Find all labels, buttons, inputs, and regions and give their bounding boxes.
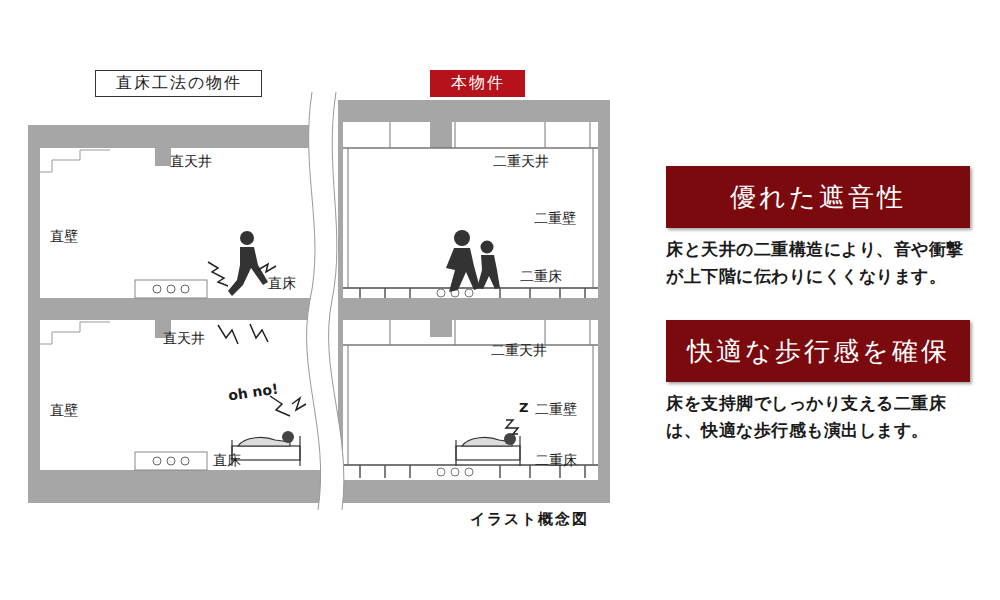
heading-text: 快適な歩行感を確保 <box>687 334 950 369</box>
part-label: 直壁 <box>50 402 78 419</box>
feature-heading: 快適な歩行感を確保 <box>666 320 970 382</box>
part-label: 直床 <box>213 452 241 469</box>
caption: イラスト概念図 <box>470 510 589 528</box>
feature-heading: 優れた遮音性 <box>666 166 970 228</box>
section-title-box: 直床工法の物件 <box>95 70 262 97</box>
part-label: 二重壁 <box>534 210 576 227</box>
part-label: 直壁 <box>50 228 78 245</box>
part-label: 直天井 <box>170 153 212 170</box>
feature-description: 床と天井の二重構造により、音や衝撃が上下階に伝わりにくくなります。 <box>666 236 972 290</box>
feature-description: 床を支持脚でしっかり支える二重床は、快適な歩行感も演出します。 <box>666 390 972 444</box>
part-label: 二重壁 <box>535 401 577 418</box>
heading-text: 直床工法の物件 <box>116 73 242 94</box>
part-label: 二重床 <box>520 268 562 285</box>
heading-text: 優れた遮音性 <box>730 180 906 215</box>
section-title-box: 本物件 <box>430 70 525 97</box>
heading-text: 本物件 <box>451 73 505 94</box>
part-label: Z <box>519 400 528 416</box>
part-label: 二重床 <box>535 452 577 469</box>
part-label: 直床 <box>268 275 296 292</box>
part-label: 二重天井 <box>491 342 547 359</box>
part-label: 直天井 <box>163 330 205 347</box>
part-label: 二重天井 <box>493 153 549 170</box>
